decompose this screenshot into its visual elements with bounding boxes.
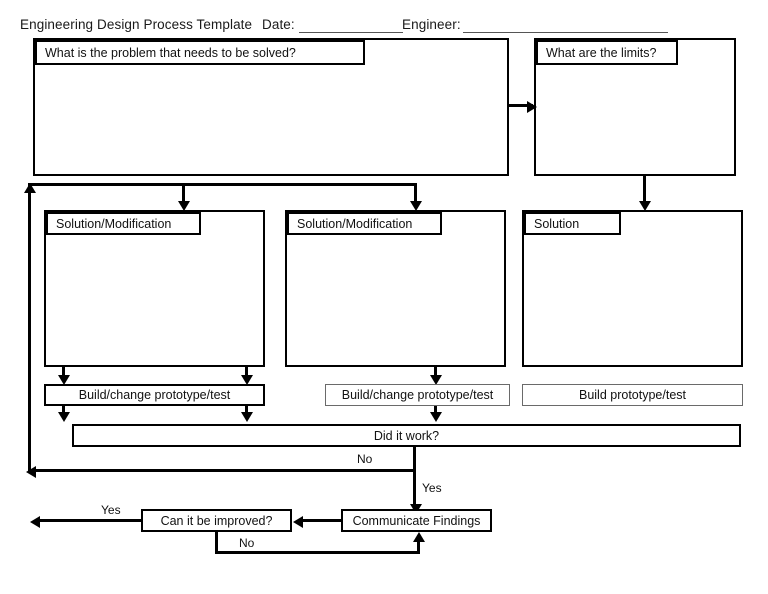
arrow-down-to-solution3-icon: [638, 201, 651, 211]
arrow-down-to-solution2-icon: [409, 201, 422, 211]
limits-box-value[interactable]: [542, 68, 728, 170]
build-1-box[interactable]: Build/change prototype/test: [44, 384, 265, 406]
arrow-down-to-build1-right-icon: [240, 375, 253, 385]
connector-improve-yes: [40, 519, 141, 522]
arrow-down-to-build2-icon: [429, 375, 442, 385]
arrow-down-to-build1-left-icon: [57, 375, 70, 385]
connector-limits-to-solution3: [643, 176, 646, 205]
solution-mod-1-value[interactable]: [52, 240, 257, 361]
build-2-box[interactable]: Build/change prototype/test: [325, 384, 510, 406]
connector-improve-no-up: [417, 540, 420, 554]
communicate-findings-box[interactable]: Communicate Findings: [341, 509, 492, 532]
connector-solution2-to-build2: [434, 367, 437, 379]
solution-mod-2-value[interactable]: [293, 240, 498, 361]
engineer-label: Engineer:: [402, 17, 461, 32]
date-underline: [299, 32, 403, 33]
connector-improve-no-down: [215, 532, 218, 554]
connector-feedback-spine: [28, 186, 31, 471]
arrow-up-feedback-spine-icon: [23, 183, 36, 193]
did-it-work-box[interactable]: Did it work?: [72, 424, 741, 447]
connector-distribution-bar: [28, 183, 417, 186]
build-3-box[interactable]: Build prototype/test: [522, 384, 743, 406]
arrow-down-to-solution1-icon: [177, 201, 190, 211]
connector-didwork-decision-spine: [413, 447, 416, 513]
connector-solution1-to-build1-right: [245, 367, 248, 379]
connector-drop-to-solution2: [414, 183, 417, 205]
arrow-left-to-improve-icon: [293, 515, 303, 528]
solution-mod-2-box[interactable]: [285, 210, 506, 367]
connector-no-branch: [36, 469, 415, 472]
connector-problem-to-limits: [509, 104, 533, 107]
arrow-down-didwork-right-icon: [429, 412, 442, 422]
solution-3-value[interactable]: [530, 240, 735, 361]
arrow-left-no-branch-icon: [26, 465, 36, 478]
problem-box-value[interactable]: [41, 68, 501, 170]
connector-communicate-to-improve: [303, 519, 341, 522]
arrow-down-didwork-left-icon: [57, 412, 70, 422]
connector-improve-no-across: [215, 551, 420, 554]
problem-box-label: What is the problem that needs to be sol…: [35, 40, 365, 65]
connector-build1-to-didwork-left: [62, 406, 65, 416]
limits-box-label: What are the limits?: [536, 40, 678, 65]
page-title: Engineering Design Process Template: [20, 17, 253, 32]
solution-mod-1-label: Solution/Modification: [46, 212, 201, 235]
edge-label-no-didwork: No: [355, 452, 375, 466]
connector-build1-to-didwork-mid: [245, 406, 248, 416]
arrow-right-to-limits-icon: [527, 100, 537, 113]
arrow-up-improve-no-icon: [412, 532, 425, 542]
edge-label-no-improve: No: [237, 536, 257, 550]
solution-3-box[interactable]: [522, 210, 743, 367]
solution-mod-2-label: Solution/Modification: [287, 212, 442, 235]
edge-label-yes-didwork: Yes: [420, 481, 444, 495]
solution-mod-1-box[interactable]: [44, 210, 265, 367]
can-it-be-improved-box[interactable]: Can it be improved?: [141, 509, 292, 532]
arrow-left-improve-yes-icon: [30, 515, 40, 528]
engineer-underline: [463, 32, 668, 33]
arrow-down-didwork-mid-icon: [240, 412, 253, 422]
edge-label-yes-improve: Yes: [99, 503, 123, 517]
connector-drop-to-solution1: [182, 183, 185, 205]
date-label: Date:: [262, 17, 295, 32]
connector-build2-to-didwork-right: [434, 406, 437, 416]
connector-solution1-to-build1-left: [62, 367, 65, 379]
solution-3-label: Solution: [524, 212, 621, 235]
